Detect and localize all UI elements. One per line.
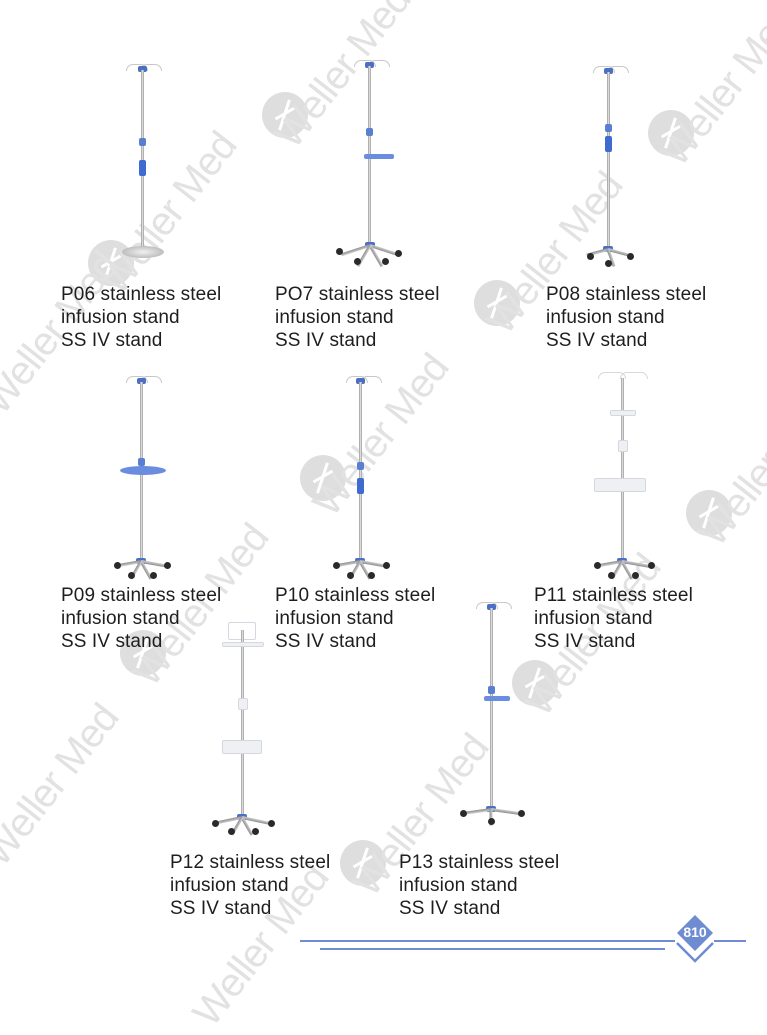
product-description: infusion stand <box>275 608 394 629</box>
product-title: P09 stainless steel <box>61 585 222 606</box>
product-title: P10 stainless steel <box>275 585 436 606</box>
footer-rule <box>320 948 665 950</box>
product-alt-name: SS IV stand <box>546 330 648 351</box>
product-caption: P11 stainless steel infusion stand SS IV… <box>534 584 693 653</box>
iv-stand-image <box>118 62 168 262</box>
iv-stand-image <box>112 374 172 584</box>
product-alt-name: SS IV stand <box>534 631 636 652</box>
chevron-down-icon <box>676 942 714 963</box>
product-title: P12 stainless steel <box>170 852 331 873</box>
page-number-diamond <box>677 915 713 951</box>
product-caption: PO7 stainless steel infusion stand SS IV… <box>275 283 440 352</box>
product-caption: P06 stainless steel infusion stand SS IV… <box>61 283 221 352</box>
product-title: PO7 stainless steel <box>275 284 440 305</box>
product-alt-name: SS IV stand <box>61 631 163 652</box>
footer-rule <box>300 940 675 942</box>
product-description: infusion stand <box>61 608 180 629</box>
product-description: infusion stand <box>275 307 394 328</box>
product-title: P06 stainless steel <box>61 284 222 305</box>
product-title: P13 stainless steel <box>399 852 560 873</box>
product-caption: P08 stainless steel infusion stand SS IV… <box>546 283 706 352</box>
weller-med-logo-icon <box>262 92 308 138</box>
iv-stand-image <box>585 64 635 269</box>
product-description: infusion stand <box>170 875 289 896</box>
product-description: infusion stand <box>399 875 518 896</box>
product-caption: P12 stainless steel infusion stand SS IV… <box>170 851 330 920</box>
product-caption: P09 stainless steel infusion stand SS IV… <box>61 584 221 653</box>
weller-med-logo-icon <box>686 490 732 536</box>
page-number: 810 <box>683 924 707 940</box>
product-alt-name: SS IV stand <box>170 898 272 919</box>
product-alt-name: SS IV stand <box>61 330 163 351</box>
iv-stand-image <box>590 370 655 585</box>
product-alt-name: SS IV stand <box>399 898 501 919</box>
iv-stand-image <box>208 620 275 836</box>
product-alt-name: SS IV stand <box>275 330 377 351</box>
product-caption: P13 stainless steel infusion stand SS IV… <box>399 851 559 920</box>
product-description: infusion stand <box>534 608 653 629</box>
weller-med-logo-icon <box>648 110 694 156</box>
iv-stand-image <box>458 600 528 826</box>
weller-med-logo-icon <box>340 840 386 886</box>
weller-med-logo-icon <box>474 280 520 326</box>
footer-rule <box>714 940 746 942</box>
product-description: infusion stand <box>546 307 665 328</box>
product-caption: P10 stainless steel infusion stand SS IV… <box>275 584 435 653</box>
product-title: P11 stainless steel <box>534 585 693 606</box>
iv-stand-image <box>330 374 390 584</box>
product-title: P08 stainless steel <box>546 284 707 305</box>
iv-stand-image <box>332 58 402 268</box>
product-description: infusion stand <box>61 307 180 328</box>
product-alt-name: SS IV stand <box>275 631 377 652</box>
